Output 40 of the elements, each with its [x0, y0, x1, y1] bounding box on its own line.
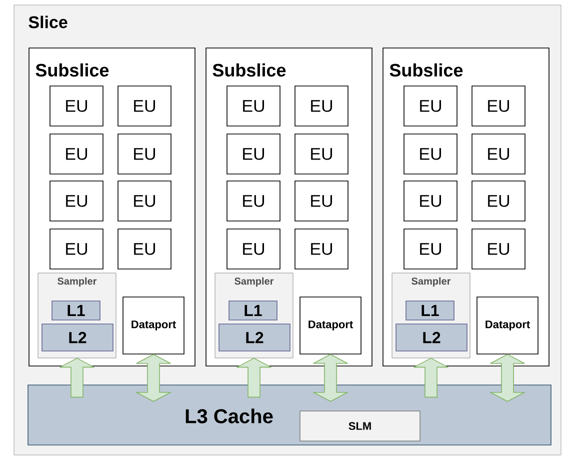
eu-box: EU: [472, 134, 526, 174]
double-block-arrow: [136, 354, 171, 402]
eu-box: EU: [118, 134, 172, 174]
slm-box: SLM: [300, 410, 420, 442]
eu-box: EU: [294, 134, 348, 174]
cache-box: L2: [396, 324, 468, 352]
eu-box: EU: [118, 86, 172, 126]
eu-box: EU: [50, 180, 104, 222]
eu-box: EU: [472, 86, 526, 126]
eu-box: EU: [226, 86, 280, 126]
eu-box: EU: [294, 86, 348, 126]
block-arrow: [414, 358, 448, 398]
eu-box: EU: [294, 228, 348, 270]
cache-box: L1: [406, 300, 454, 320]
dataport-box: Dataport: [300, 296, 362, 354]
eu-box: EU: [404, 180, 458, 222]
double-block-arrow: [490, 354, 525, 402]
eu-box: EU: [50, 134, 104, 174]
cache-box: L1: [52, 300, 100, 320]
eu-box: EU: [404, 228, 458, 270]
eu-box: EU: [50, 86, 104, 126]
cache-box: L2: [218, 324, 290, 352]
eu-box: EU: [472, 180, 526, 222]
double-block-arrow: [313, 354, 348, 402]
eu-box: EU: [404, 134, 458, 174]
eu-box: EU: [294, 180, 348, 222]
eu-box: EU: [226, 228, 280, 270]
eu-box: EU: [472, 228, 526, 270]
eu-box: EU: [404, 86, 458, 126]
eu-box: EU: [226, 180, 280, 222]
cache-box: L2: [42, 324, 114, 352]
cache-box: L1: [228, 300, 278, 320]
block-arrow: [236, 358, 272, 398]
eu-box: EU: [50, 228, 104, 270]
eu-box: EU: [226, 134, 280, 174]
dataport-box: Dataport: [122, 296, 184, 354]
block-arrow: [60, 358, 94, 398]
eu-box: EU: [118, 228, 172, 270]
eu-box: EU: [118, 180, 172, 222]
dataport-box: Dataport: [476, 296, 538, 354]
